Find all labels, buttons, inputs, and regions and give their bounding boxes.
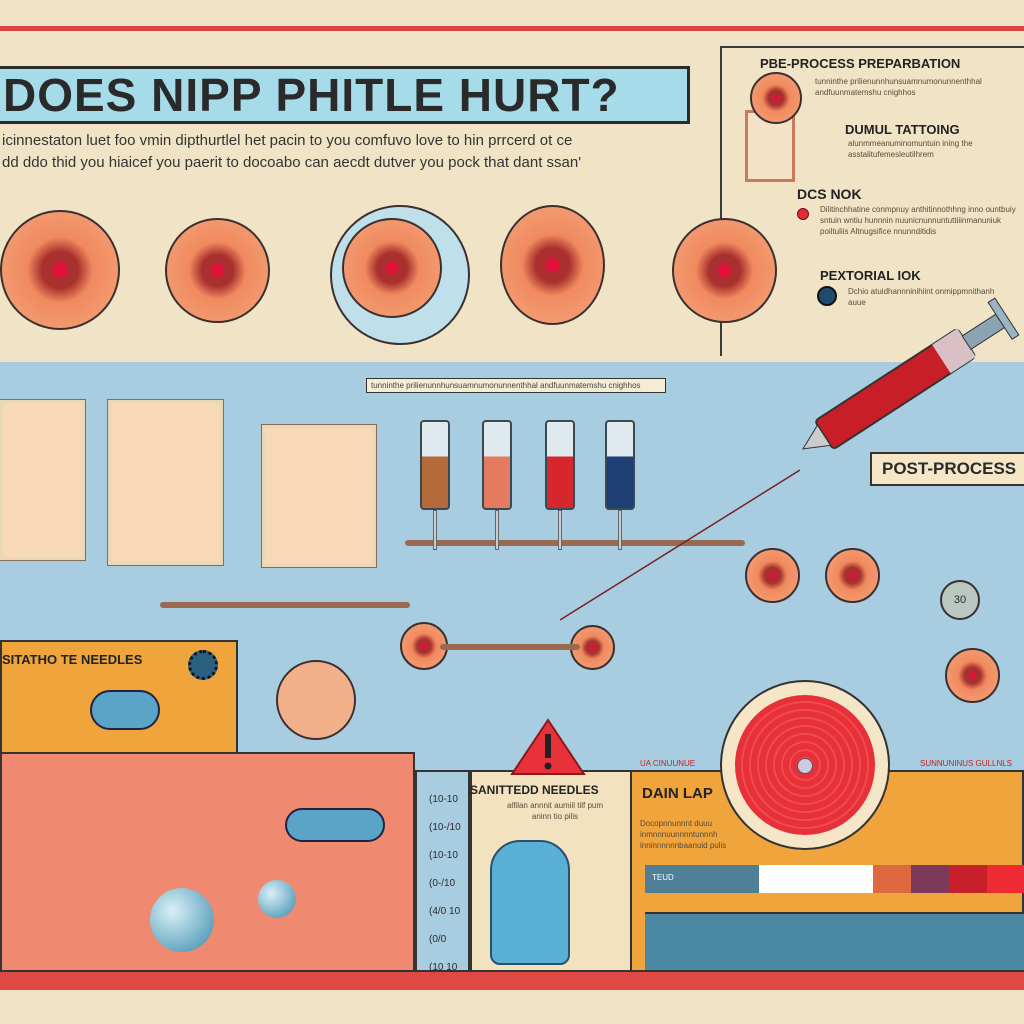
vial-icon: [420, 420, 450, 510]
pipe: [160, 602, 410, 608]
section-heading: PBE-PROCESS PREPARBATION: [760, 56, 961, 71]
post-process-label: POST-PROCESS: [870, 452, 1024, 486]
ink-dot: [817, 286, 837, 306]
stage-illustration-1: [0, 210, 120, 330]
scale-label: (10 10: [429, 962, 458, 973]
glove-icon: [490, 840, 570, 965]
pain-bar-segment: [987, 865, 1024, 893]
vial-icon: [482, 420, 512, 510]
pain-bar-segment: [911, 865, 949, 893]
pain-bar-segment: [873, 865, 911, 893]
needle-icon: [618, 510, 622, 550]
sphere-illustration: [258, 880, 296, 918]
section-heading: PEXTORIAL IOK: [820, 268, 921, 283]
figure-panel-2: [108, 400, 223, 565]
sphere-illustration: [150, 888, 214, 952]
glove-icon: [90, 690, 160, 730]
stage-illustration-3: [342, 218, 442, 318]
pain-bar-label: TEUD: [652, 873, 674, 882]
stage-illustration-5: [672, 218, 777, 323]
scale-label: (0/0: [429, 934, 447, 945]
figure-panel-3: [262, 425, 376, 567]
pain-bar-segment: [797, 865, 835, 893]
marker-dot: [797, 208, 809, 220]
panel-text: Docopnnunnnt duuu inmnnnuunnnntunnnh inn…: [640, 819, 727, 850]
pain-bar-segment: [949, 865, 987, 893]
pipe: [440, 644, 580, 650]
panel-heading: SANITTEDD NEEDLES: [470, 783, 599, 797]
glove-icon: [285, 808, 385, 842]
panel-heading: DAIN LAP: [642, 785, 713, 802]
process-panel: [720, 46, 1024, 356]
subtitle-line-1: icinnestaton luet foo vmin dipthurtlel h…: [2, 132, 573, 149]
section-text: Dilitinchhatine conmpnuy anthitinnothhng…: [820, 205, 1016, 236]
post-illustration: [825, 548, 880, 603]
stage-illustration-2: [165, 218, 270, 323]
pain-bar-segment: [645, 865, 683, 893]
pain-bar-segment: [835, 865, 873, 893]
scale-label: (4/0 10: [429, 906, 461, 917]
section-text: alunmmeanuminomuntuin ining the asstalit…: [848, 139, 973, 159]
pain-bar-segment: [683, 865, 721, 893]
callout-label: tunninthe prilienunnhunsuamnumonunnenthh…: [366, 378, 666, 393]
needle-icon: [433, 510, 437, 550]
scale-label: (10-10: [429, 794, 458, 805]
bottom-border: [0, 972, 1024, 990]
figure-panel-1: [0, 400, 85, 560]
pain-table: [645, 912, 1024, 970]
pain-map-badge: SUNNUNINUS GULLNLS: [920, 759, 1013, 768]
target-center-icon: [797, 758, 813, 774]
scale-labels: (10-10 (10-/10 (10-10 (0-/10 (4/0 10 (0/…: [417, 772, 468, 982]
section-heading: DUMUL TATTOING: [845, 122, 960, 137]
scale-label: (10-/10: [429, 822, 461, 833]
scale-label: (10-10: [429, 850, 458, 861]
badge: 30: [940, 580, 980, 620]
panel-text: alfilan annnit aumiil tilf pum aninn tio…: [506, 801, 604, 821]
syringe-icon: [560, 297, 1020, 621]
pain-bar-segment: [721, 865, 759, 893]
subtitle-line-2: dd ddo thid you hiaicef you paerit to do…: [2, 154, 582, 171]
pain-bar: [645, 865, 1024, 893]
pain-bar-segment: [759, 865, 797, 893]
pain-map-badge: UA CINUUNUE: [640, 759, 696, 768]
warning-icon: [510, 718, 586, 775]
bottom-margin: [0, 990, 1024, 1024]
section-heading: DCS NOK: [797, 186, 862, 202]
needle-icon: [495, 510, 499, 550]
needle-icon: [558, 510, 562, 550]
section-text: Dchio atuidhannninihiint onmippmnithanh …: [848, 287, 995, 307]
page-title: DOES NIPP PHITLE HURT?: [0, 66, 690, 124]
scale-label: (0-/10: [429, 878, 456, 889]
scale-column: (10-10 (10-/10 (10-10 (0-/10 (4/0 10 (0/…: [415, 770, 470, 973]
virus-icon: [188, 650, 218, 680]
post-illustration: [945, 648, 1000, 703]
prep-circle-illustration: [750, 72, 802, 124]
pipe: [405, 540, 745, 546]
section-text: tunninthe prilienunnhunsuamnumonunnenthh…: [815, 77, 982, 97]
stage-illustration-4: [500, 205, 605, 325]
vial-icon: [605, 420, 635, 510]
step-illustration: [570, 625, 615, 670]
needle-closeup-illustration: [276, 660, 356, 740]
vial-icon: [545, 420, 575, 510]
panel-heading: SITATHO TE NEEDLES: [2, 652, 143, 667]
top-border: [0, 26, 1024, 31]
post-illustration: [745, 548, 800, 603]
